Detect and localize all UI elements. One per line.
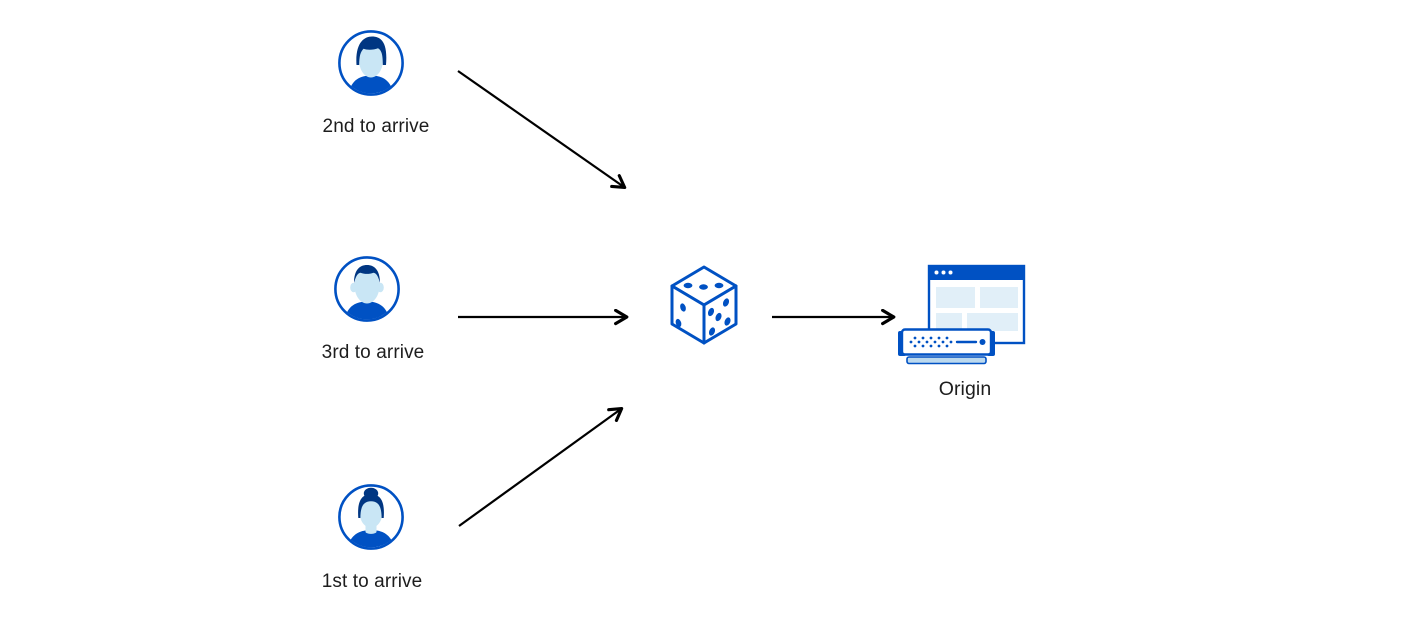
male-user-short-hair-avatar-icon <box>334 256 400 322</box>
client-label-2nd-to-arrive: 2nd to arrive <box>322 116 430 137</box>
randomizer-node <box>667 264 741 348</box>
server-icon <box>898 328 995 365</box>
dice-icon <box>670 265 738 345</box>
client-label-3rd-to-arrive: 3rd to arrive <box>321 342 425 363</box>
client-node-3rd-to-arrive <box>333 255 401 323</box>
male-user-avatar-icon <box>338 30 404 96</box>
arrow-2nd-to-dice <box>457 70 627 190</box>
origin-server-browser-icon <box>898 264 1026 365</box>
origin-label: Origin <box>938 378 992 400</box>
client-node-2nd-to-arrive <box>337 29 405 97</box>
female-user-avatar-icon <box>338 484 404 550</box>
arrow-1st-to-dice <box>458 406 624 527</box>
client-node-1st-to-arrive <box>337 483 405 551</box>
origin-node <box>890 258 1030 368</box>
client-label-1st-to-arrive: 1st to arrive <box>321 571 423 592</box>
